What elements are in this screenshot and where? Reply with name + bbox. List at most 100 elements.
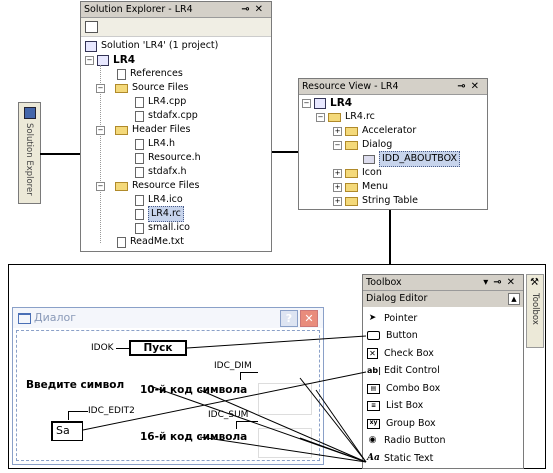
tool-label: Button (386, 330, 418, 341)
tree-item[interactable]: References (117, 67, 183, 81)
tool-label: Group Box (386, 418, 436, 429)
dialog-titlebar: Диалог ? ✕ (13, 308, 323, 328)
toolbox-titlebar: Toolbox ▾⊸✕ (363, 275, 523, 291)
tree-label: String Table (362, 195, 418, 206)
references-icon (117, 68, 126, 80)
toolbox-panel: Toolbox ▾⊸✕ Dialog Editor ▲ ➤Pointer But… (362, 274, 524, 469)
tree-label: small.ico (148, 222, 190, 233)
tool-label: Radio Button (384, 435, 446, 446)
header-file-icon (135, 152, 144, 164)
tree-item[interactable]: small.ico (135, 221, 190, 235)
start-button[interactable]: Пуск (129, 340, 187, 356)
close-button[interactable]: ✕ (300, 310, 318, 327)
idok-label: IDOK (91, 343, 114, 353)
tool-edit-control[interactable]: ab|Edit Control (367, 363, 440, 378)
solution-icon (85, 40, 97, 52)
collapse-icon[interactable]: − (302, 98, 311, 108)
collapse-icon[interactable]: − (85, 55, 94, 65)
pin-icon[interactable]: ⊸ (493, 277, 507, 288)
solution-explorer-title: Solution Explorer - LR4 (84, 4, 193, 15)
solution-explorer-panel: Solution Explorer - LR4 ⊸✕ Solution 'LR4… (80, 1, 272, 252)
tree-project[interactable]: −LR4 (85, 53, 135, 67)
resource-view-panel: Resource View - LR4 ⊸✕ −LR4 −LR4.rc +Acc… (298, 78, 488, 210)
tree-label: LR4.rc (345, 111, 375, 122)
tree-label: ReadMe.txt (130, 236, 185, 247)
tree-rc[interactable]: − LR4.rc (316, 110, 375, 124)
tree-label: Icon (362, 167, 382, 178)
tree-label: Resource.h (148, 152, 201, 163)
close-icon[interactable]: ✕ (470, 81, 484, 92)
dialog-title: Диалог (34, 311, 77, 324)
properties-icon[interactable] (85, 21, 98, 33)
tool-pointer[interactable]: ➤Pointer (367, 311, 418, 326)
tree-item[interactable]: + String Table (333, 194, 418, 208)
toolbox-tab-icon: ⚒ (530, 277, 539, 288)
folder-icon (345, 196, 358, 206)
folder-icon (115, 181, 128, 191)
expand-icon[interactable]: + (333, 196, 342, 206)
tree-item[interactable]: LR4.ico (135, 193, 183, 207)
expand-icon[interactable]: + (333, 126, 342, 136)
tree-item-selected[interactable]: LR4.rc (135, 206, 184, 222)
tree-item[interactable]: + Icon (333, 166, 382, 180)
symbol-edit-field[interactable]: Sa (51, 421, 83, 441)
dialog-editor-frame (8, 264, 546, 469)
project-icon (314, 97, 326, 109)
tree-item[interactable]: ReadMe.txt (117, 235, 184, 249)
tree-item-selected[interactable]: IDD_ABOUTBOX (363, 151, 460, 167)
tree-item[interactable]: LR4.h (135, 137, 175, 151)
tool-label: Check Box (384, 348, 434, 359)
tree-solution[interactable]: Solution 'LR4' (1 project) (85, 39, 218, 53)
collapse-icon[interactable]: − (96, 181, 105, 191)
toolbox-side-tab[interactable]: ⚒ Toolbox (526, 274, 544, 348)
project-icon (97, 54, 109, 66)
pin-icon[interactable]: ⊸ (457, 81, 471, 92)
tree-item[interactable]: −Resource Files (96, 179, 199, 193)
collapse-section-icon[interactable]: ▲ (508, 293, 520, 305)
collapse-icon[interactable]: − (96, 83, 105, 93)
close-icon[interactable]: ✕ (254, 4, 268, 15)
collapse-icon[interactable]: − (333, 140, 342, 150)
tool-combo-box[interactable]: ▤Combo Box (367, 381, 440, 396)
tree-item[interactable]: Resource.h (135, 151, 201, 165)
tool-radio-button[interactable]: ◉Radio Button (367, 433, 446, 448)
tree-item[interactable]: stdafx.cpp (135, 109, 198, 123)
connector-line (272, 151, 298, 153)
solution-explorer-tab-icon (24, 107, 36, 119)
tool-check-box[interactable]: ✕Check Box (367, 346, 434, 361)
help-button[interactable]: ? (280, 310, 298, 327)
idc-dim-label: IDC_DIM (214, 361, 252, 371)
tool-label: Static Text (384, 453, 434, 464)
tree-item[interactable]: +Menu (333, 180, 388, 194)
tree-item[interactable]: − Header Files (96, 123, 190, 137)
toolbox-section-label: Dialog Editor (366, 293, 428, 304)
tool-list-box[interactable]: ≡List Box (367, 398, 423, 413)
tree-item[interactable]: −Dialog (333, 138, 392, 152)
tree-label: Header Files (132, 124, 191, 135)
dialog-resource-icon (363, 154, 375, 164)
tool-button[interactable]: Button (367, 328, 418, 343)
tree-item[interactable]: −Source Files (96, 81, 189, 95)
tree-item[interactable]: +Accelerator (333, 124, 416, 138)
dialog-icon (18, 313, 31, 324)
start-button-label: Пуск (143, 342, 173, 354)
toolbox-section-header[interactable]: Dialog Editor ▲ (363, 291, 523, 307)
expand-icon[interactable]: + (333, 168, 342, 178)
tree-item[interactable]: stdafx.h (135, 165, 187, 179)
solution-explorer-titlebar: Solution Explorer - LR4 ⊸✕ (81, 2, 271, 18)
collapse-icon[interactable]: − (316, 112, 325, 122)
tree-item[interactable]: LR4.cpp (135, 95, 186, 109)
toolbox-tab-label: Toolbox (530, 293, 540, 325)
idc-edit2-label: IDC_EDIT2 (88, 406, 135, 416)
tree-project[interactable]: −LR4 (302, 96, 352, 110)
symbol-edit-value: Sa (56, 424, 70, 437)
connector-line (40, 153, 56, 155)
dropdown-icon[interactable]: ▾ (483, 277, 494, 288)
pin-icon[interactable]: ⊸ (241, 4, 255, 15)
expand-icon[interactable]: + (333, 182, 342, 192)
close-icon[interactable]: ✕ (506, 277, 520, 288)
collapse-icon[interactable]: − (96, 125, 105, 135)
